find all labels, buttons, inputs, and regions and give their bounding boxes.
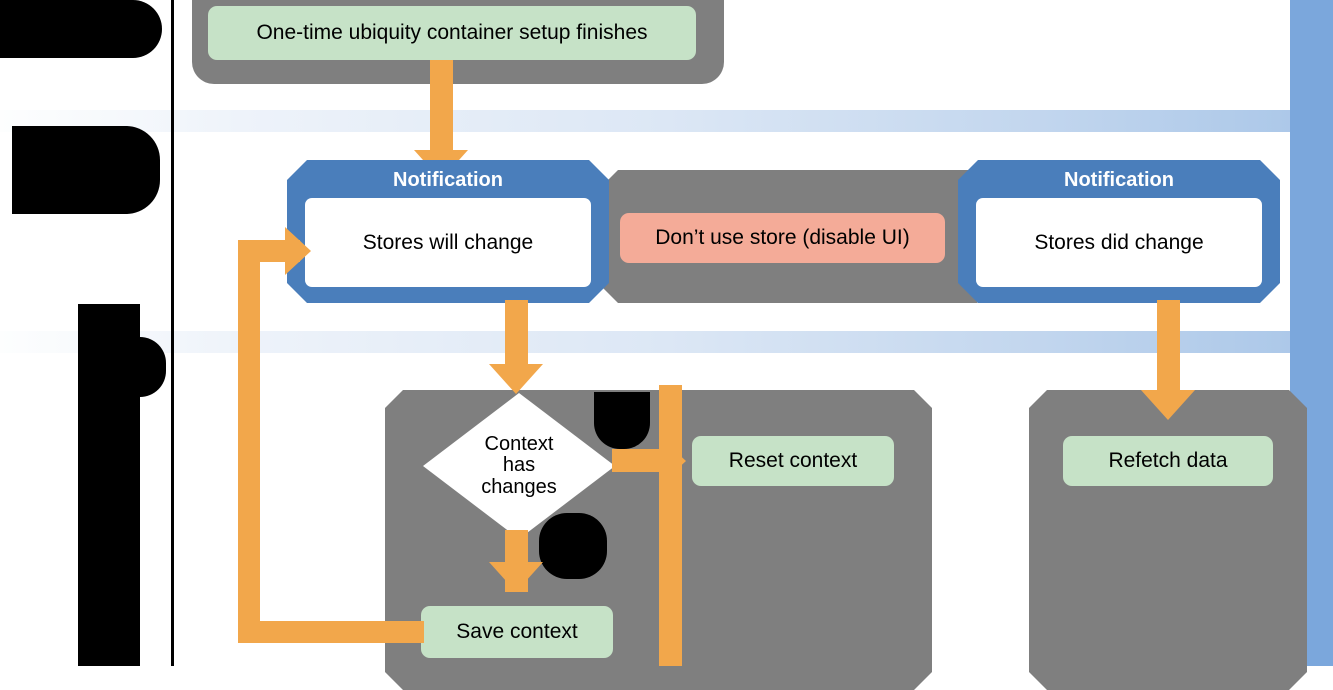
edge-stores-will-to-decision xyxy=(505,300,528,372)
edge-label-no-redacted xyxy=(539,513,607,579)
edge-stores-did-to-refetch xyxy=(1157,300,1180,398)
edge-loop-head xyxy=(285,227,311,275)
node-dont-use-store[interactable]: Don’t use store (disable UI) xyxy=(620,213,945,263)
lane-label-1-redacted xyxy=(0,0,162,58)
edge-decision-to-save-head xyxy=(489,562,543,592)
edge-loop-top xyxy=(238,240,300,262)
edge-setup-to-stores-will xyxy=(430,60,453,160)
lane-divider xyxy=(171,0,174,666)
node-stores-will-change[interactable]: Notification Stores will change xyxy=(287,160,609,303)
diagram-canvas: One-time ubiquity container setup finish… xyxy=(0,0,1333,666)
group-refetch xyxy=(1029,390,1307,690)
node-reset-context[interactable]: Reset context xyxy=(692,436,894,486)
lane-band-1 xyxy=(0,110,1333,132)
lane-label-3-bump-redacted xyxy=(118,337,166,397)
notification-title-left: Notification xyxy=(393,169,503,191)
edge-loop-vertical xyxy=(238,240,260,643)
notification-body-right: Stores did change xyxy=(976,198,1262,287)
node-stores-did-change[interactable]: Notification Stores did change xyxy=(958,160,1280,303)
edge-loop-bottom xyxy=(238,621,424,643)
edge-stores-will-to-decision-head xyxy=(489,364,543,394)
edge-stores-did-to-refetch-head xyxy=(1141,390,1195,420)
lane-band-2 xyxy=(0,331,1333,353)
edge-label-yes-redacted xyxy=(594,392,650,449)
lane-label-2-redacted xyxy=(12,126,160,214)
notification-title-right: Notification xyxy=(1064,169,1174,191)
node-setup-finishes[interactable]: One-time ubiquity container setup finish… xyxy=(208,6,696,60)
node-refetch-data[interactable]: Refetch data xyxy=(1063,436,1273,486)
node-save-context[interactable]: Save context xyxy=(421,606,613,658)
notification-body-left: Stores will change xyxy=(305,198,591,287)
edge-trunk-vertical xyxy=(659,385,682,666)
